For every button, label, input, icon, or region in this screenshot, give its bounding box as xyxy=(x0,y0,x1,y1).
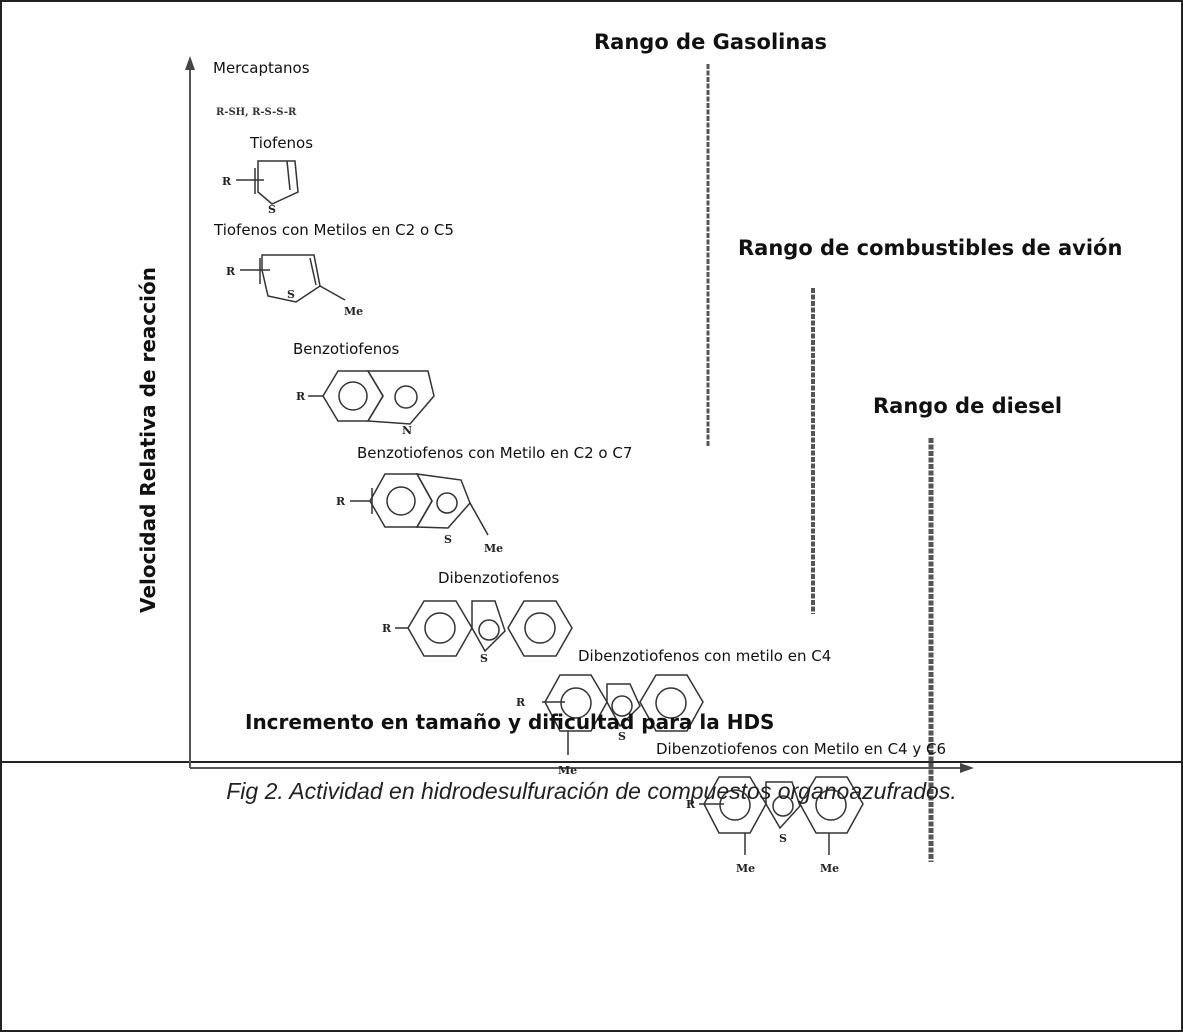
methylthiophene-icon: R S Me xyxy=(226,254,363,318)
dibenzothiophene-icon: R S xyxy=(382,600,573,665)
figure-caption: Fig 2. Actividad en hidrodesulfuración d… xyxy=(226,778,957,804)
r-substituent: R xyxy=(336,495,346,508)
x-axis-arrow xyxy=(960,763,974,773)
r-substituent: R xyxy=(226,265,236,278)
compound-formula-mercaptanos: R-SH, R-S-S-R xyxy=(216,107,297,118)
compound-label-tiofenos-metilos: Tiofenos con Metilos en C2 o C5 xyxy=(214,221,454,239)
range-label-diesel: Rango de diesel xyxy=(873,394,1063,418)
y-axis-title: Velocidad Relativa de reacción xyxy=(136,267,160,613)
benzothiophene-icon: R N xyxy=(296,370,435,437)
r-substituent: R xyxy=(222,175,232,188)
compound-label-tiofenos: Tiofenos xyxy=(250,134,314,152)
methyldibenzothiophene-icon: R S Me xyxy=(516,674,704,777)
compound-label-dibenzotiofenos-c4: Dibenzotiofenos con metilo en C4 xyxy=(578,647,832,665)
x-axis-title: Incremento en tamaño y dificultad para l… xyxy=(245,710,775,734)
compound-label-benzotiofenos: Benzotiofenos xyxy=(293,340,400,358)
methyl-group: Me xyxy=(558,764,577,777)
r-substituent: R xyxy=(686,798,696,811)
sulfur-atom: S xyxy=(444,533,452,546)
sulfur-atom: S xyxy=(287,288,295,301)
compound-label-mercaptanos: Mercaptanos xyxy=(213,59,310,77)
compound-label-dibenzotiofenos: Dibenzotiofenos xyxy=(438,569,560,587)
range-label-avion: Rango de combustibles de avión xyxy=(738,236,1123,260)
methyl-group: Me xyxy=(344,305,363,318)
methyl-group: Me xyxy=(484,542,503,555)
sulfur-atom: S xyxy=(779,832,787,845)
methylbenzothiophene-icon: R S Me xyxy=(336,473,503,555)
sulfur-atom: S xyxy=(268,203,276,216)
methyl-group: Me xyxy=(820,862,839,875)
thiophene-icon: R S xyxy=(222,160,299,216)
nitrogen-atom: N xyxy=(402,424,412,437)
y-axis-arrow xyxy=(185,56,195,70)
methyl-group: Me xyxy=(736,862,755,875)
r-substituent: R xyxy=(516,696,526,709)
r-substituent: R xyxy=(382,622,392,635)
sulfur-atom: S xyxy=(480,652,488,665)
compound-label-benzotiofenos-metilo: Benzotiofenos con Metilo en C2 o C7 xyxy=(357,444,633,462)
range-label-gasolinas: Rango de Gasolinas xyxy=(594,30,827,54)
r-substituent: R xyxy=(296,390,306,403)
dimethyldibenzothiophene-icon: R S Me Me xyxy=(686,776,864,875)
compound-label-dibenzotiofenos-c4-c6: Dibenzotiofenos con Metilo en C4 y C6 xyxy=(656,740,947,758)
sulfur-atom: S xyxy=(618,730,626,743)
